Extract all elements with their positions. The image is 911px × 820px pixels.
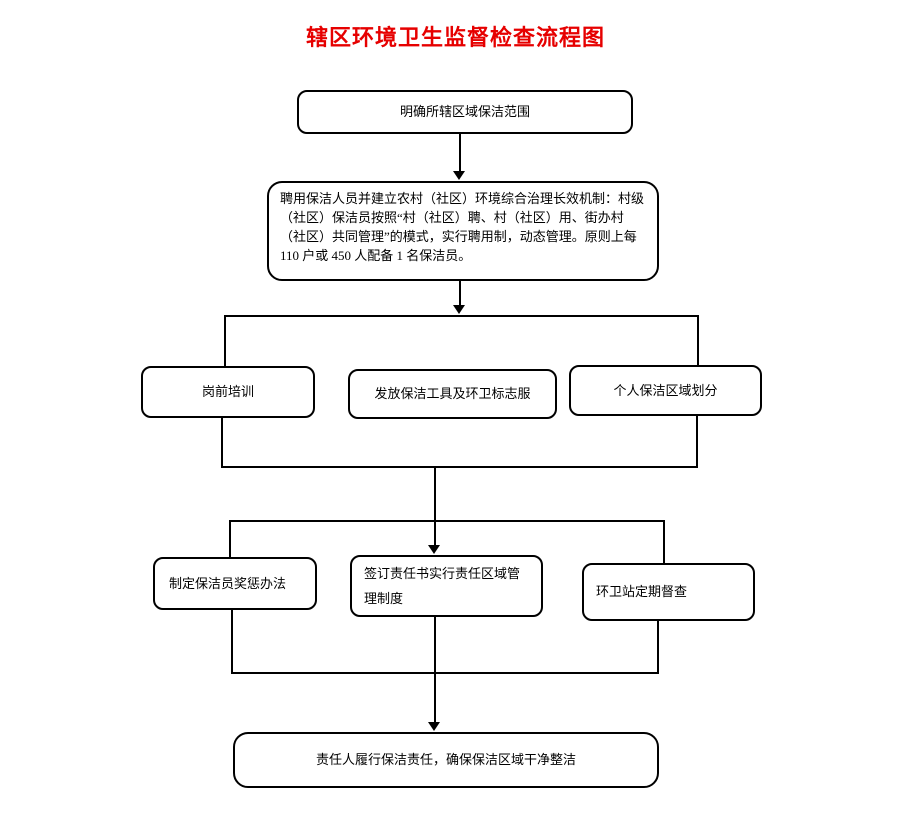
connector-scope-hire xyxy=(459,134,461,171)
connector-rise-training xyxy=(221,418,223,466)
connector-center-final xyxy=(434,616,436,722)
diagram-title: 辖区环境卫生监督检查流程图 xyxy=(305,25,605,50)
connector-drop-area xyxy=(697,317,699,365)
flowchart-node-scope: 明确所辖区域保洁范围 xyxy=(297,90,633,134)
connector-drop-supervision xyxy=(663,522,665,563)
connector-drop-reward xyxy=(229,522,231,557)
connector-collector-mid xyxy=(221,466,698,468)
connector-bracket-top xyxy=(224,315,699,317)
connector-rise-area xyxy=(696,416,698,466)
flowchart-node-supervision: 环卫站定期督查 xyxy=(582,563,755,621)
connector-rise-supervision xyxy=(657,620,659,673)
connector-drop-training xyxy=(224,317,226,366)
flowchart-node-hire: 聘用保洁人员并建立农村（社区）环境综合治理长效机制：村级（社区）保洁员按照“村（… xyxy=(267,181,659,281)
arrow-down-head xyxy=(453,305,465,314)
arrow-down-head xyxy=(428,722,440,731)
arrow-down-head xyxy=(428,545,440,554)
flowchart-node-tools: 发放保洁工具及环卫标志服 xyxy=(348,369,557,419)
flowchart-node-responsibility: 签订责任书实行责任区域管理制度 xyxy=(350,555,543,617)
arrow-down-head xyxy=(453,171,465,180)
connector-hire-bracket xyxy=(459,281,461,305)
connector-collector-bottom xyxy=(231,672,659,674)
connector-center-mid xyxy=(434,468,436,520)
flowchart-node-reward: 制定保洁员奖惩办法 xyxy=(153,557,317,610)
connector-bracket-mid xyxy=(229,520,665,522)
flowchart-node-training: 岗前培训 xyxy=(141,366,315,418)
connector-drop-responsibility xyxy=(434,522,436,545)
flowchart-node-area: 个人保洁区域划分 xyxy=(569,365,762,416)
connector-rise-reward xyxy=(231,609,233,673)
flowchart-node-final: 责任人履行保洁责任，确保保洁区域干净整洁 xyxy=(233,732,659,788)
